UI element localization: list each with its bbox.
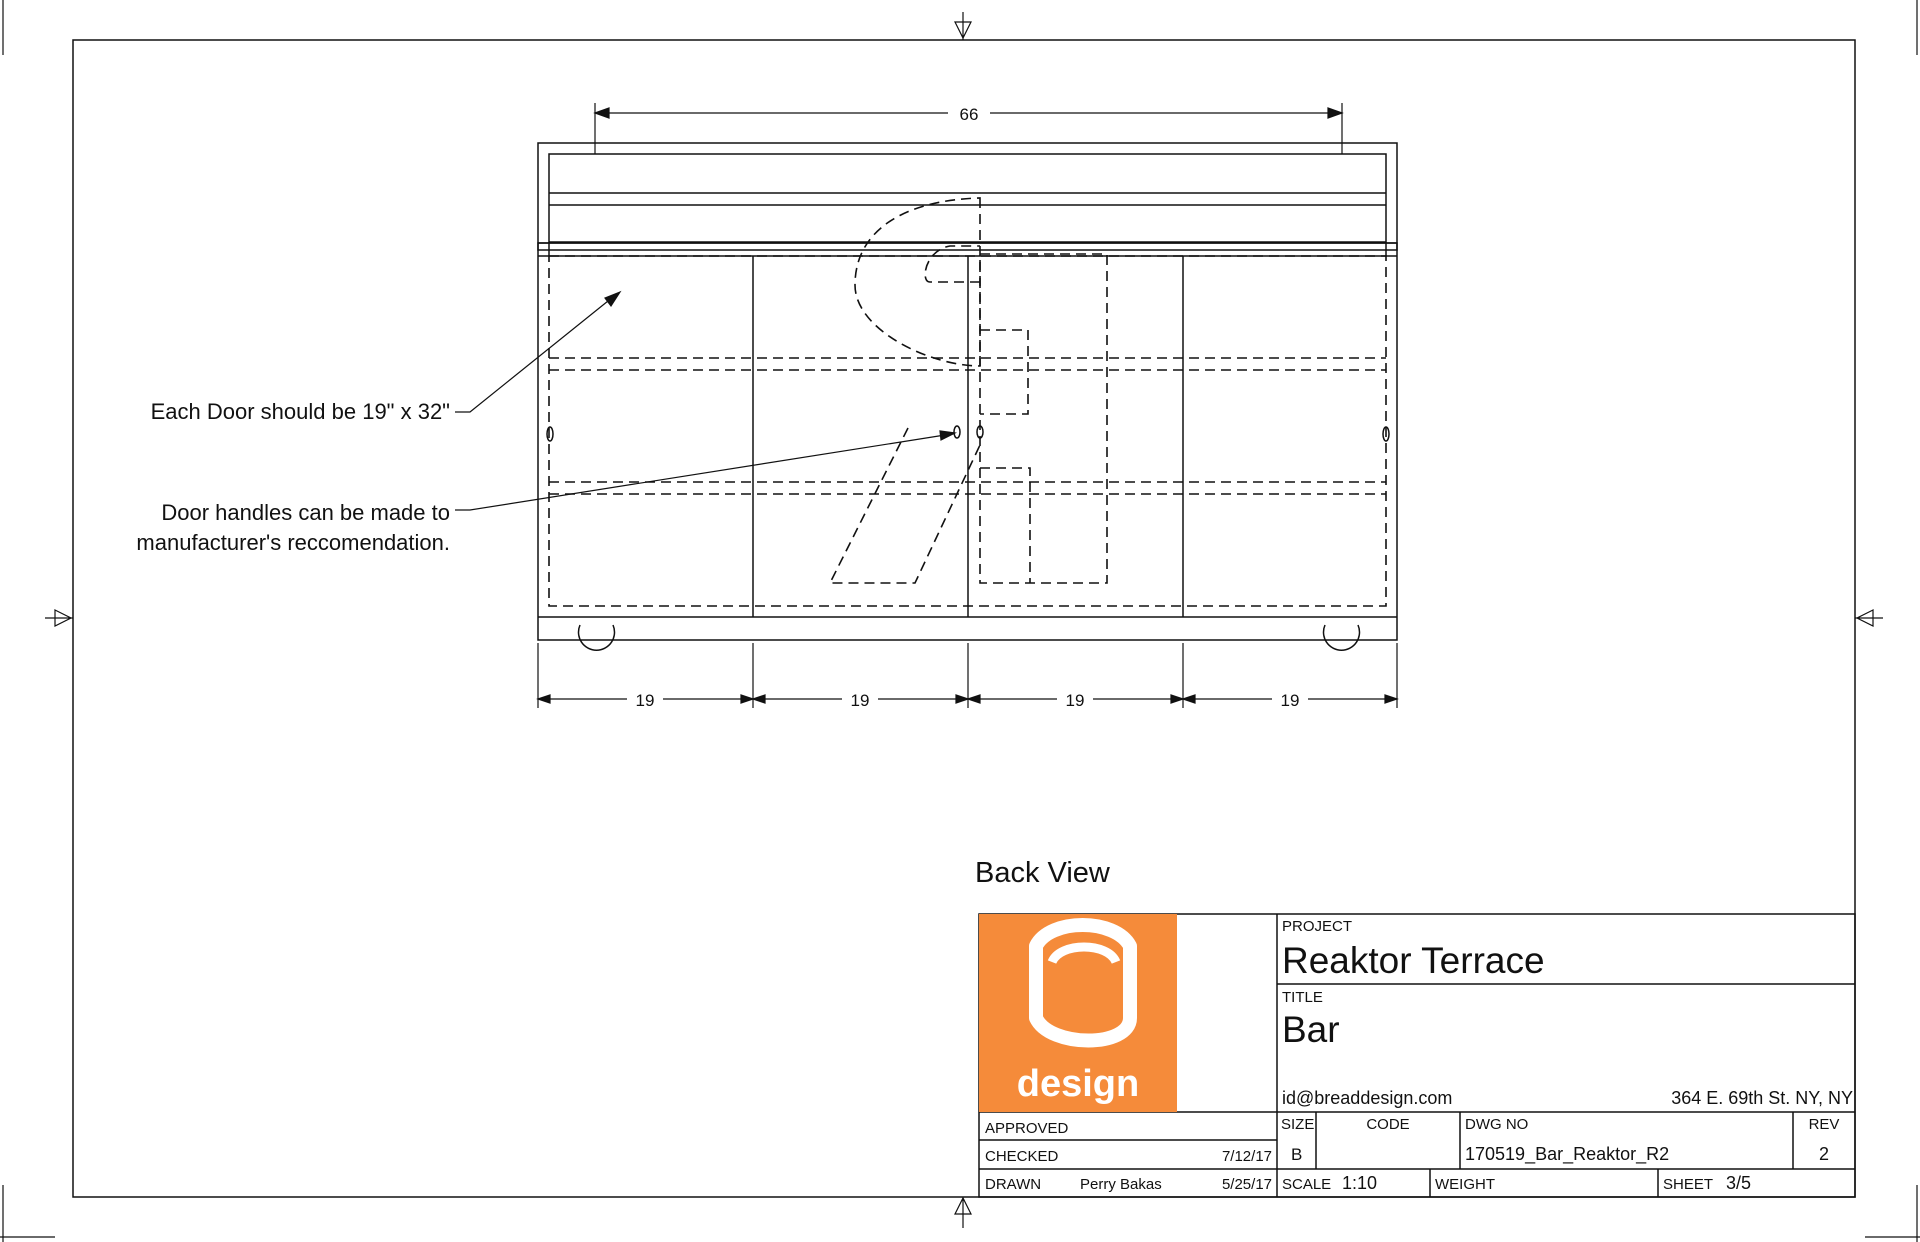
bread-logo-icon [1029,918,1137,1048]
door-width-label: 19 [1066,691,1085,710]
dwg-no-value: 170519_Bar_Reaktor_R2 [1465,1144,1669,1165]
project-name: Reaktor Terrace [1282,940,1545,981]
drawn-by: Perry Bakas [1080,1176,1162,1193]
weight-label: WEIGHT [1435,1176,1495,1193]
email: id@breaddesign.com [1282,1088,1452,1108]
door-width-label: 19 [1281,691,1300,710]
overall-width-dimension [593,103,1344,154]
drawing-title: Bar [1282,1009,1340,1050]
rev-value: 2 [1819,1144,1829,1164]
handles-leader [455,430,958,511]
rev-label: REV [1809,1116,1840,1133]
title-block: design PROJECT Reaktor Terrace TITLE Bar… [978,913,1856,1198]
centering-marks [45,12,1883,1228]
scale-value: 1:10 [1342,1173,1377,1193]
code-label: CODE [1366,1116,1409,1133]
overall-width-label: 66 [960,105,979,124]
drawn-label: DRAWN [985,1176,1041,1193]
drawn-date: 5/25/17 [1222,1176,1272,1193]
approved-label: APPROVED [985,1120,1069,1137]
checked-label: CHECKED [985,1148,1059,1165]
dwg-no-label: DWG NO [1465,1116,1528,1133]
door-width-dimensions [536,643,1399,708]
address: 364 E. 69th St. NY, NY [1671,1088,1853,1108]
sheet-label: SHEET [1663,1176,1713,1193]
size-label: SIZE [1281,1116,1314,1133]
title-label: TITLE [1282,989,1323,1006]
door-width-label: 19 [851,691,870,710]
door-size-note: Each Door should be 19" x 32" [151,399,450,424]
size-value: B [1291,1145,1302,1164]
scale-label: SCALE [1282,1176,1331,1193]
view-label: Back View [975,857,1111,889]
project-label: PROJECT [1282,918,1352,935]
logo-text: design [1017,1063,1139,1105]
door-size-leader [455,290,622,413]
sheet-value: 3/5 [1726,1173,1751,1193]
drawing-border [72,39,1856,1198]
handles-note-line2: manufacturer's reccomendation. [136,530,450,555]
bar-back-view [537,142,1398,651]
handles-note-line1: Door handles can be made to [161,500,450,525]
checked-date: 7/12/17 [1222,1148,1272,1165]
door-width-label: 19 [636,691,655,710]
